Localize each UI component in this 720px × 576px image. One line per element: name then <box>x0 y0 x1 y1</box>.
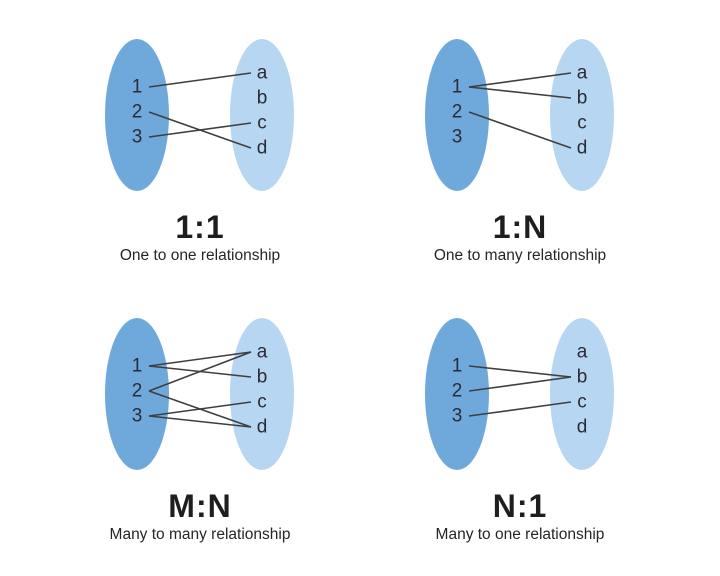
entity-label-right: c <box>257 113 267 134</box>
entity-label-left: 2 <box>452 102 463 123</box>
entity-label-left: 2 <box>452 381 463 402</box>
right-entity-set-ellipse <box>230 39 294 191</box>
left-entity-set-ellipse <box>105 39 169 191</box>
left-entity-set-ellipse <box>105 318 169 470</box>
left-entity-set-ellipse <box>425 318 489 470</box>
entity-label-left: 1 <box>452 77 463 98</box>
connection-line <box>468 365 572 378</box>
connection-line <box>148 401 252 417</box>
entity-label-left: 3 <box>132 127 143 148</box>
entity-label-left: 2 <box>132 102 143 123</box>
entity-label-right: a <box>257 342 268 363</box>
right-entity-set-ellipse <box>550 39 614 191</box>
panel-subtitle: One to one relationship <box>119 247 281 264</box>
entity-label-left: 3 <box>132 406 143 427</box>
entity-label-left: 2 <box>132 381 143 402</box>
panel-subtitle: Many to one relationship <box>435 526 605 543</box>
entity-label-right: a <box>577 63 588 84</box>
panel-title: M:N <box>168 488 232 524</box>
entity-label-right: c <box>577 113 587 134</box>
entity-label-left: 3 <box>452 127 463 148</box>
connection-line <box>468 72 572 88</box>
entity-label-right: c <box>257 392 267 413</box>
left-entity-set-ellipse <box>425 39 489 191</box>
entity-label-right: b <box>577 88 588 109</box>
connection-line <box>148 122 252 138</box>
connection-line <box>468 376 572 392</box>
entity-label-right: b <box>577 367 588 388</box>
entity-label-left: 1 <box>132 77 143 98</box>
entity-label-right: b <box>257 88 268 109</box>
entity-label-right: d <box>257 417 268 438</box>
connection-line <box>468 111 572 149</box>
panel-title: 1:1 <box>175 209 225 245</box>
panel-title: N:1 <box>492 488 548 524</box>
entity-label-right: b <box>257 367 268 388</box>
entity-label-left: 3 <box>452 406 463 427</box>
connection-line <box>148 351 252 367</box>
entity-label-left: 1 <box>132 356 143 377</box>
entity-label-right: d <box>257 138 268 159</box>
panel-subtitle: One to many relationship <box>433 247 607 264</box>
entity-label-right: a <box>577 342 588 363</box>
entity-label-right: c <box>577 392 587 413</box>
connection-line <box>148 351 252 392</box>
connection-line <box>468 86 572 99</box>
panel-title: 1:N <box>492 209 548 245</box>
right-entity-set-ellipse <box>550 318 614 470</box>
connection-line <box>148 415 252 428</box>
connection-line <box>468 401 572 417</box>
right-entity-set-ellipse <box>230 318 294 470</box>
entity-label-right: a <box>257 63 268 84</box>
entity-label-right: d <box>577 138 588 159</box>
panel-subtitle: Many to many relationship <box>109 526 291 543</box>
connection-line <box>148 72 252 88</box>
entity-label-right: d <box>577 417 588 438</box>
entity-label-left: 1 <box>452 356 463 377</box>
